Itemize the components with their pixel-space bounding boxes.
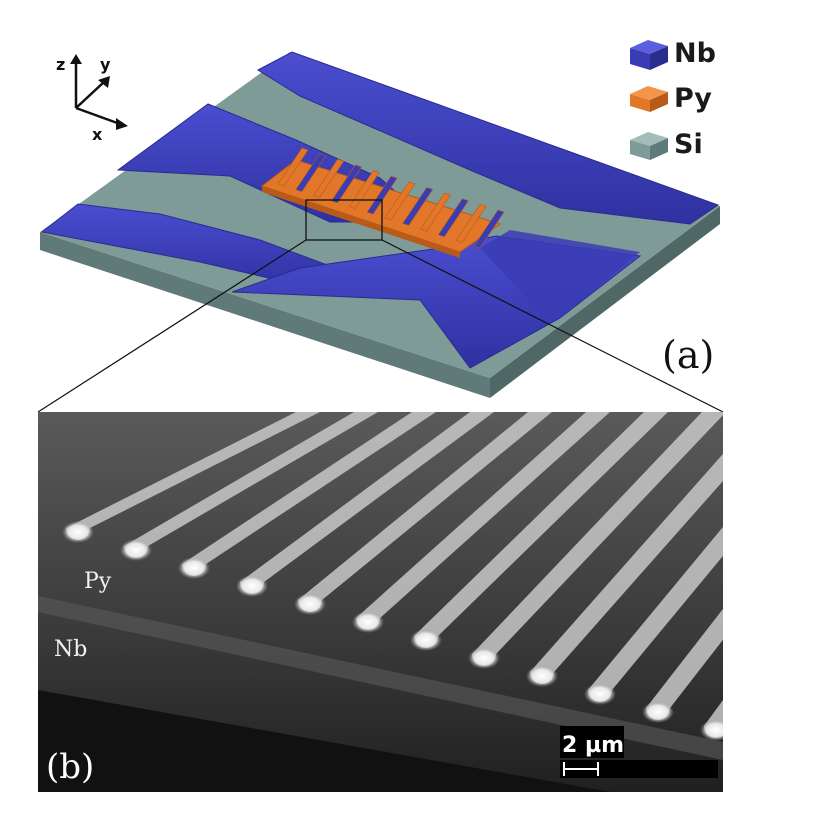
nb-electrode-right <box>480 230 640 318</box>
sem-stripe-tip <box>120 539 152 561</box>
sem-stripe-tip <box>468 647 500 669</box>
sem-stripe <box>356 412 610 630</box>
legend-label-py: Py <box>674 83 712 114</box>
legend: Nb Py Si <box>630 38 716 160</box>
legend-label-si: Si <box>674 129 703 160</box>
x-axis <box>75 106 121 126</box>
py-finger <box>420 192 452 232</box>
y-axis <box>75 81 105 109</box>
z-axis-label: z <box>56 55 65 74</box>
legend-item-si: Si <box>630 129 703 160</box>
sem-stripe-tip <box>236 575 268 597</box>
panel-label-b: (b) <box>46 747 94 787</box>
py-fingers <box>277 147 505 249</box>
legend-item-py: Py <box>630 83 712 114</box>
sem-stripe <box>472 412 723 666</box>
sem-stripe-tip <box>178 557 210 579</box>
sem-label-py: Py <box>84 569 112 594</box>
sem-stripe <box>240 412 494 594</box>
sem-stripe <box>298 412 552 612</box>
sem-stripe <box>124 412 378 558</box>
projection-line-left <box>37 239 307 413</box>
nb-edge-band <box>38 596 723 760</box>
sem-stripe-tip <box>294 593 326 615</box>
z-axis-arrow <box>70 54 82 64</box>
legend-label-nb: Nb <box>674 38 716 69</box>
panel-label-a: (a) <box>662 333 714 377</box>
projection-line-right <box>381 239 724 413</box>
nb-electrode-lower-left <box>40 203 331 291</box>
py-finger <box>313 158 345 198</box>
sem-stripes <box>62 412 723 741</box>
sem-stripe <box>414 412 668 648</box>
scale-bar-bg <box>560 760 718 778</box>
sem-stripe <box>646 608 723 720</box>
device-3d <box>37 51 724 413</box>
py-finger <box>473 209 505 249</box>
si-substrate-front <box>40 232 490 398</box>
py-base-side <box>262 186 460 258</box>
x-axis-label: x <box>92 125 103 144</box>
legend-item-nb: Nb <box>630 38 716 70</box>
x-axis-arrow <box>116 118 128 130</box>
axes-indicator: z y x <box>56 54 128 144</box>
sem-stripe-tip <box>62 521 94 543</box>
y-axis-arrow <box>98 76 110 88</box>
sem-stripe-tip <box>526 665 558 687</box>
py-finger <box>277 147 309 187</box>
py-finger <box>330 164 362 204</box>
substrate-dark <box>38 690 723 792</box>
sem-stripe-tip <box>410 629 442 651</box>
py-finger <box>366 175 398 215</box>
sem-label-nb: Nb <box>54 637 87 662</box>
scale-bar: 2 µm <box>560 726 718 778</box>
sem-stripe-tip <box>642 701 674 723</box>
py-finger <box>295 153 327 192</box>
nb-electrode-top <box>256 51 720 225</box>
sem-stripe <box>530 453 723 684</box>
y-axis-label: y <box>100 55 111 74</box>
py-finger <box>455 204 487 243</box>
sem-image: Py Nb (b) 2 µm <box>38 412 723 792</box>
py-comb <box>260 147 505 258</box>
sem-stripe <box>182 412 436 576</box>
sem-stripe <box>66 412 320 540</box>
sem-stripe-tip <box>700 719 723 741</box>
sem-stripe-tip <box>352 611 384 633</box>
py-finger <box>402 187 434 226</box>
py-finger <box>384 181 416 221</box>
sem-stripe <box>588 526 723 702</box>
scale-bar-label: 2 µm <box>562 733 624 758</box>
py-finger <box>348 170 380 209</box>
scale-bar-label-bg <box>560 726 624 758</box>
py-finger <box>437 198 469 238</box>
zoom-box <box>305 199 383 241</box>
sem-stripe-tip <box>584 683 616 705</box>
si-substrate-right <box>490 206 720 398</box>
